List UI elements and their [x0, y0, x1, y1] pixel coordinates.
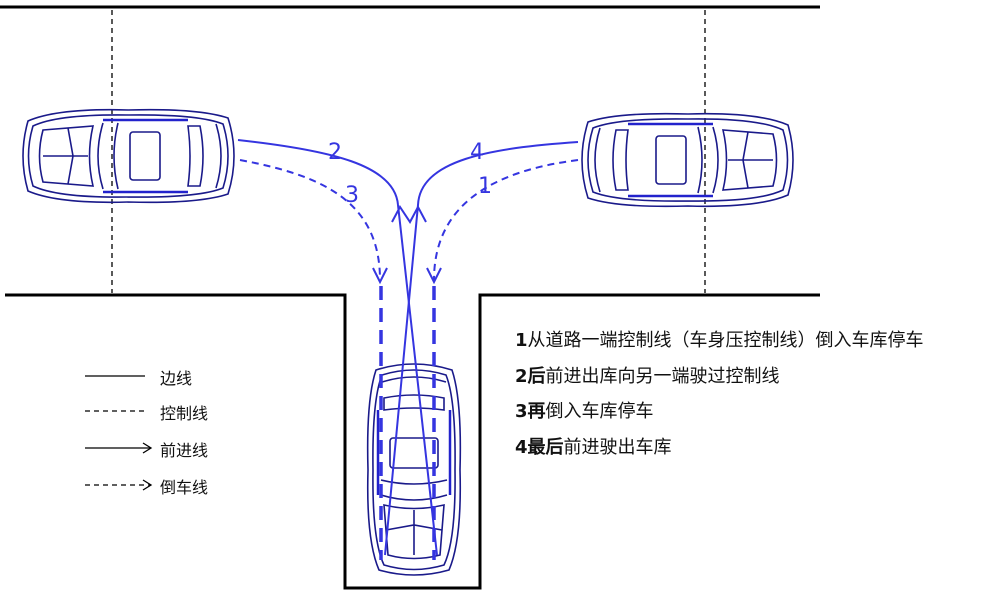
forward-path-4	[384, 141, 579, 556]
step-1: 1从道路一端控制线（车身压控制线）倒入车库停车	[515, 326, 924, 362]
step-2: 2后前进出库向另一端驶过控制线	[515, 362, 924, 398]
car-left	[21, 108, 236, 204]
reverse-path-1	[433, 159, 579, 281]
legend-edge-line: 边线	[160, 369, 193, 388]
step-4: 4最后前进驶出车库	[515, 433, 924, 469]
car-right	[580, 112, 795, 208]
step-keyword: 最后	[527, 436, 564, 458]
path-label-3: 3	[345, 183, 359, 208]
control-lines	[111, 10, 706, 293]
path-label-2: 2	[328, 140, 342, 165]
road-edges	[0, 5, 820, 590]
path-label-4: 4	[470, 140, 484, 165]
step-keyword: 再	[527, 401, 546, 422]
forward-arrowheads	[391, 204, 427, 224]
legend-forward-line: 前进线	[160, 441, 209, 460]
step-text: 倒入车库停车	[545, 401, 654, 422]
legend-control-line: 控制线	[160, 404, 209, 423]
step-keyword: 后	[527, 365, 546, 387]
legend-reverse-line: 倒车线	[160, 478, 209, 497]
step-number: 1	[515, 330, 528, 351]
step-text: 前进出库向另一端驶过控制线	[545, 365, 780, 387]
path-label-1: 1	[478, 174, 492, 199]
reverse-path-3	[239, 159, 381, 281]
step-number: 4	[515, 436, 528, 458]
step-text: 前进驶出车库	[563, 436, 672, 458]
step-text: 从道路一端控制线（车身压控制线）倒入车库停车	[527, 330, 924, 351]
step-number: 2	[515, 365, 528, 387]
reverse-lines-in-garage	[379, 286, 436, 560]
legend-symbols	[85, 375, 153, 491]
reverse-arrowheads	[372, 267, 442, 285]
forward-path-2	[237, 139, 438, 556]
step-3: 3再倒入车库停车	[515, 397, 924, 433]
step-list: 1从道路一端控制线（车身压控制线）倒入车库停车 2后前进出库向另一端驶过控制线 …	[515, 326, 924, 468]
step-number: 3	[515, 401, 528, 422]
